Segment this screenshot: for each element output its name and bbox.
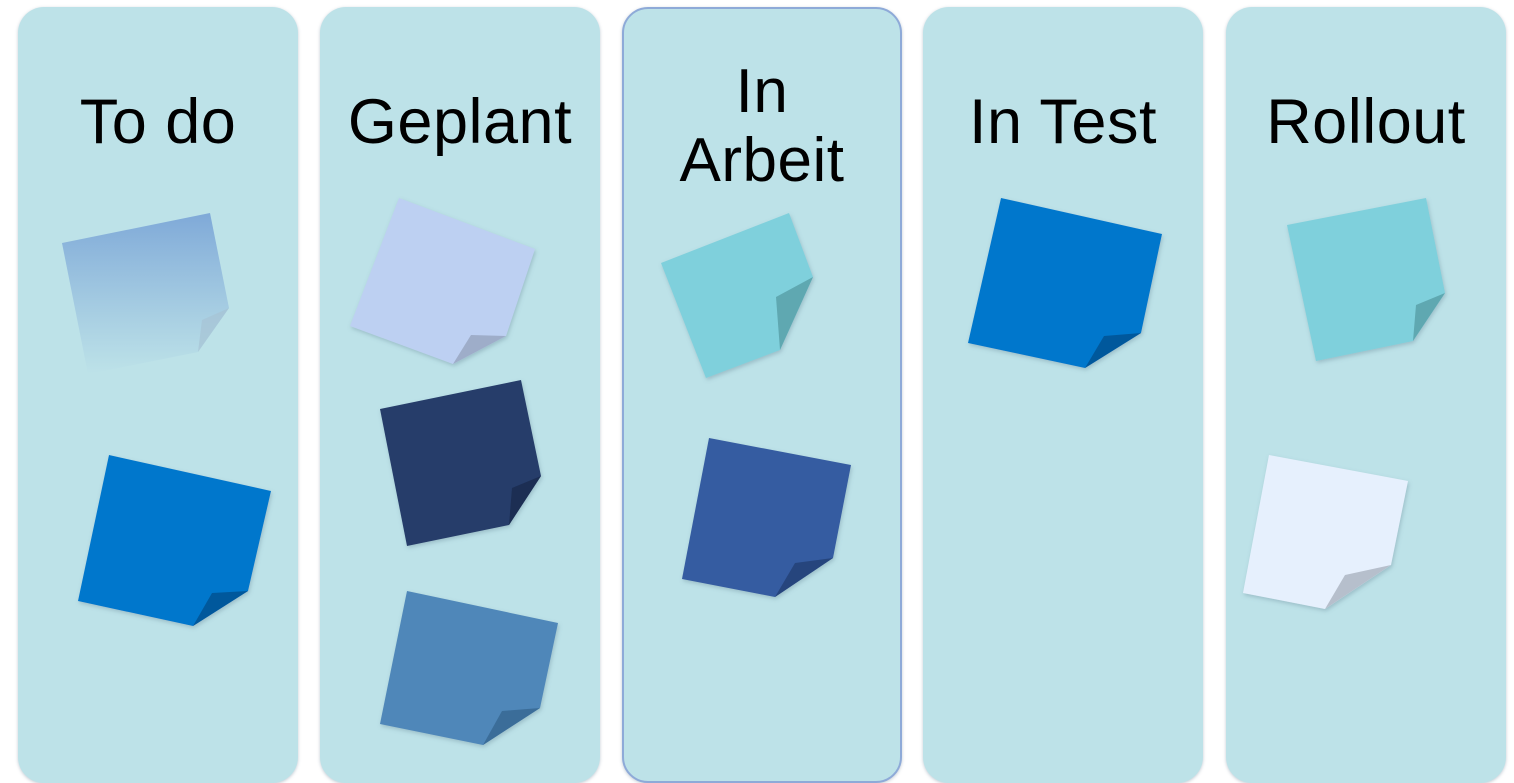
sticky-note-geplant-3[interactable] <box>380 591 558 745</box>
column-in-arbeit[interactable]: In Arbeit <box>622 7 902 783</box>
column-todo[interactable]: To do <box>18 7 298 783</box>
note-curl <box>509 476 541 525</box>
note-curl <box>1085 333 1141 368</box>
note-body <box>661 213 813 378</box>
note-body <box>350 198 535 364</box>
note-curl <box>1413 293 1445 341</box>
column-title-in-arbeit-line-2: Arbeit <box>679 126 845 195</box>
sticky-note-in-test-1[interactable] <box>968 198 1162 368</box>
note-body <box>1287 198 1445 361</box>
sticky-note-in-arbeit-1[interactable] <box>661 213 813 378</box>
note-curl <box>453 335 506 364</box>
sticky-note-todo-2[interactable] <box>78 455 271 626</box>
column-title-rollout: Rollout <box>1266 87 1466 157</box>
note-body <box>62 213 229 374</box>
column-in-test[interactable]: In Test <box>923 7 1203 783</box>
note-body <box>1243 455 1408 609</box>
sticky-note-geplant-2[interactable] <box>380 380 541 546</box>
sticky-note-geplant-1[interactable] <box>350 198 535 364</box>
note-body <box>380 380 541 546</box>
note-curl <box>198 308 229 352</box>
column-title-in-test: In Test <box>969 87 1157 157</box>
column-title-geplant: Geplant <box>347 87 573 157</box>
sticky-note-rollout-1[interactable] <box>1287 198 1445 361</box>
column-title-todo: To do <box>79 87 237 157</box>
sticky-note-todo-1[interactable] <box>62 213 229 374</box>
column-rollout[interactable]: Rollout <box>1226 7 1506 783</box>
note-curl <box>776 277 813 350</box>
sticky-note-in-arbeit-2[interactable] <box>682 438 851 597</box>
note-body <box>682 438 851 597</box>
note-curl <box>775 558 833 597</box>
note-curl <box>1325 565 1391 609</box>
column-title-in-arbeit-line-1: In <box>735 57 789 126</box>
sticky-note-rollout-2[interactable] <box>1243 455 1408 609</box>
note-body <box>78 455 271 626</box>
note-body <box>380 591 558 745</box>
note-body <box>968 198 1162 368</box>
note-curl <box>193 591 248 626</box>
note-curl <box>483 708 540 745</box>
